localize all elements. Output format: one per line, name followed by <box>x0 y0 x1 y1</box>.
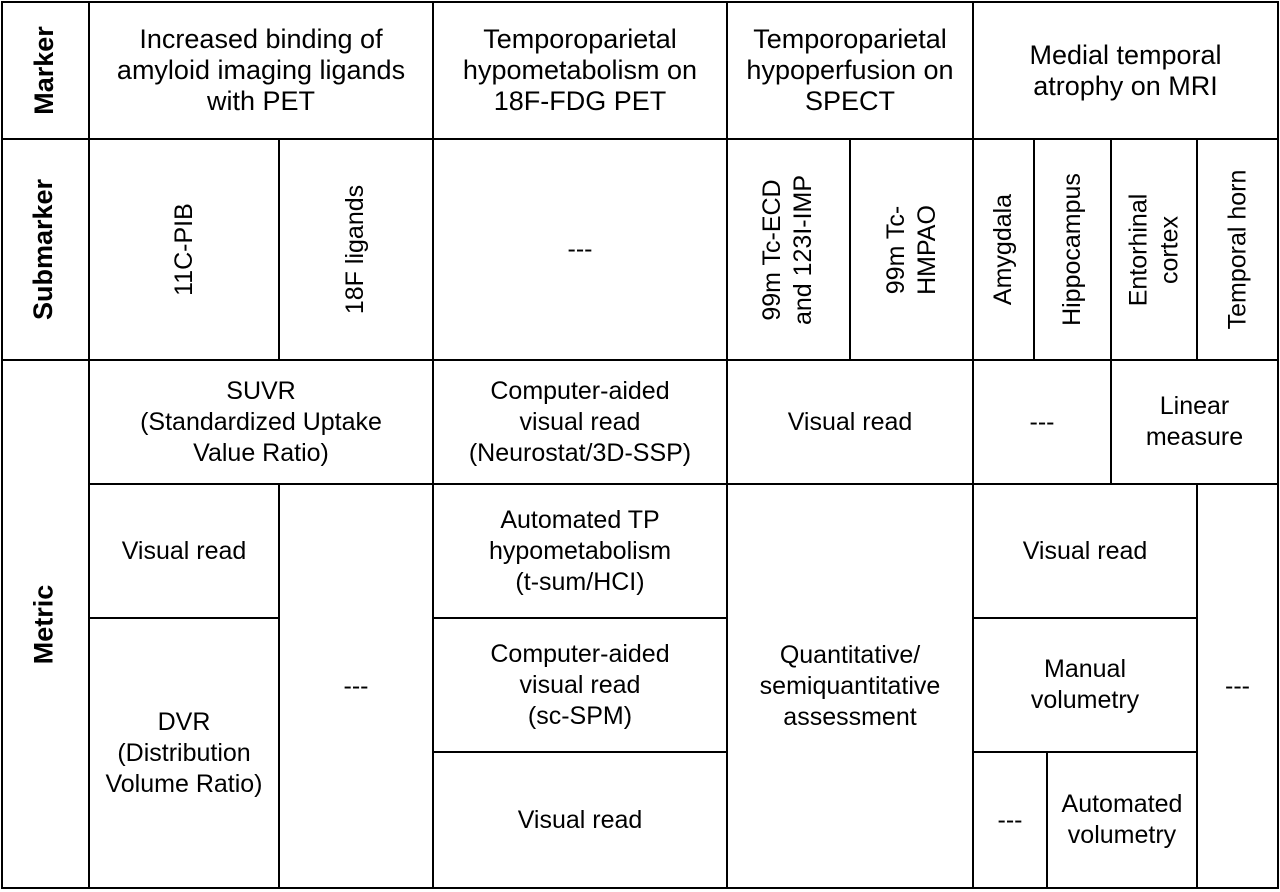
metric-spect-visual-read: Visual read <box>787 407 913 436</box>
submarker-fdg-none: --- <box>567 235 593 263</box>
metric-temporal-horn-none: --- <box>1225 671 1250 700</box>
marker-mri: Medial temporal atrophy on MRI <box>1029 39 1222 101</box>
marker-fdg-pet: Temporoparietal hypometabolism on 18F-FD… <box>462 24 698 116</box>
metric-mri-none-top: --- <box>1029 407 1055 436</box>
metric-dvr: DVR (Distribution Volume Ratio) <box>105 707 263 798</box>
metric-mri-manual-volumetry: Manual volumetry <box>1030 655 1140 714</box>
metric-mri-automated-volumetry: Automated volumetry <box>1061 790 1183 849</box>
marker-spect: Temporoparietal hypoperfusion on SPECT <box>746 24 954 116</box>
metric-18f-none: --- <box>343 671 369 700</box>
metric-fdg-automated-tp: Automated TP hypometabolism (t-sum/HCI) <box>488 505 672 596</box>
metric-fdg-visual-read: Visual read <box>517 805 643 834</box>
metric-fdg-sc-spm: Computer-aided visual read (sc-SPM) <box>490 639 670 730</box>
metric-mri-none-bottom: --- <box>997 805 1023 834</box>
metric-mri-visual-read: Visual read <box>1022 536 1148 565</box>
marker-amyloid-pet: Increased binding of amyloid imaging lig… <box>116 24 406 116</box>
metric-amyloid-visual-read: Visual read <box>121 536 247 565</box>
metric-mri-linear-measure: Linear measure <box>1145 392 1244 451</box>
metric-spect-quantitative: Quantitative/ semiquantitative assessmen… <box>759 640 941 731</box>
metric-fdg-neurostat: Computer-aided visual read (Neurostat/3D… <box>468 376 692 467</box>
metric-suvr: SUVR (Standardized Uptake Value Ratio) <box>140 376 382 467</box>
